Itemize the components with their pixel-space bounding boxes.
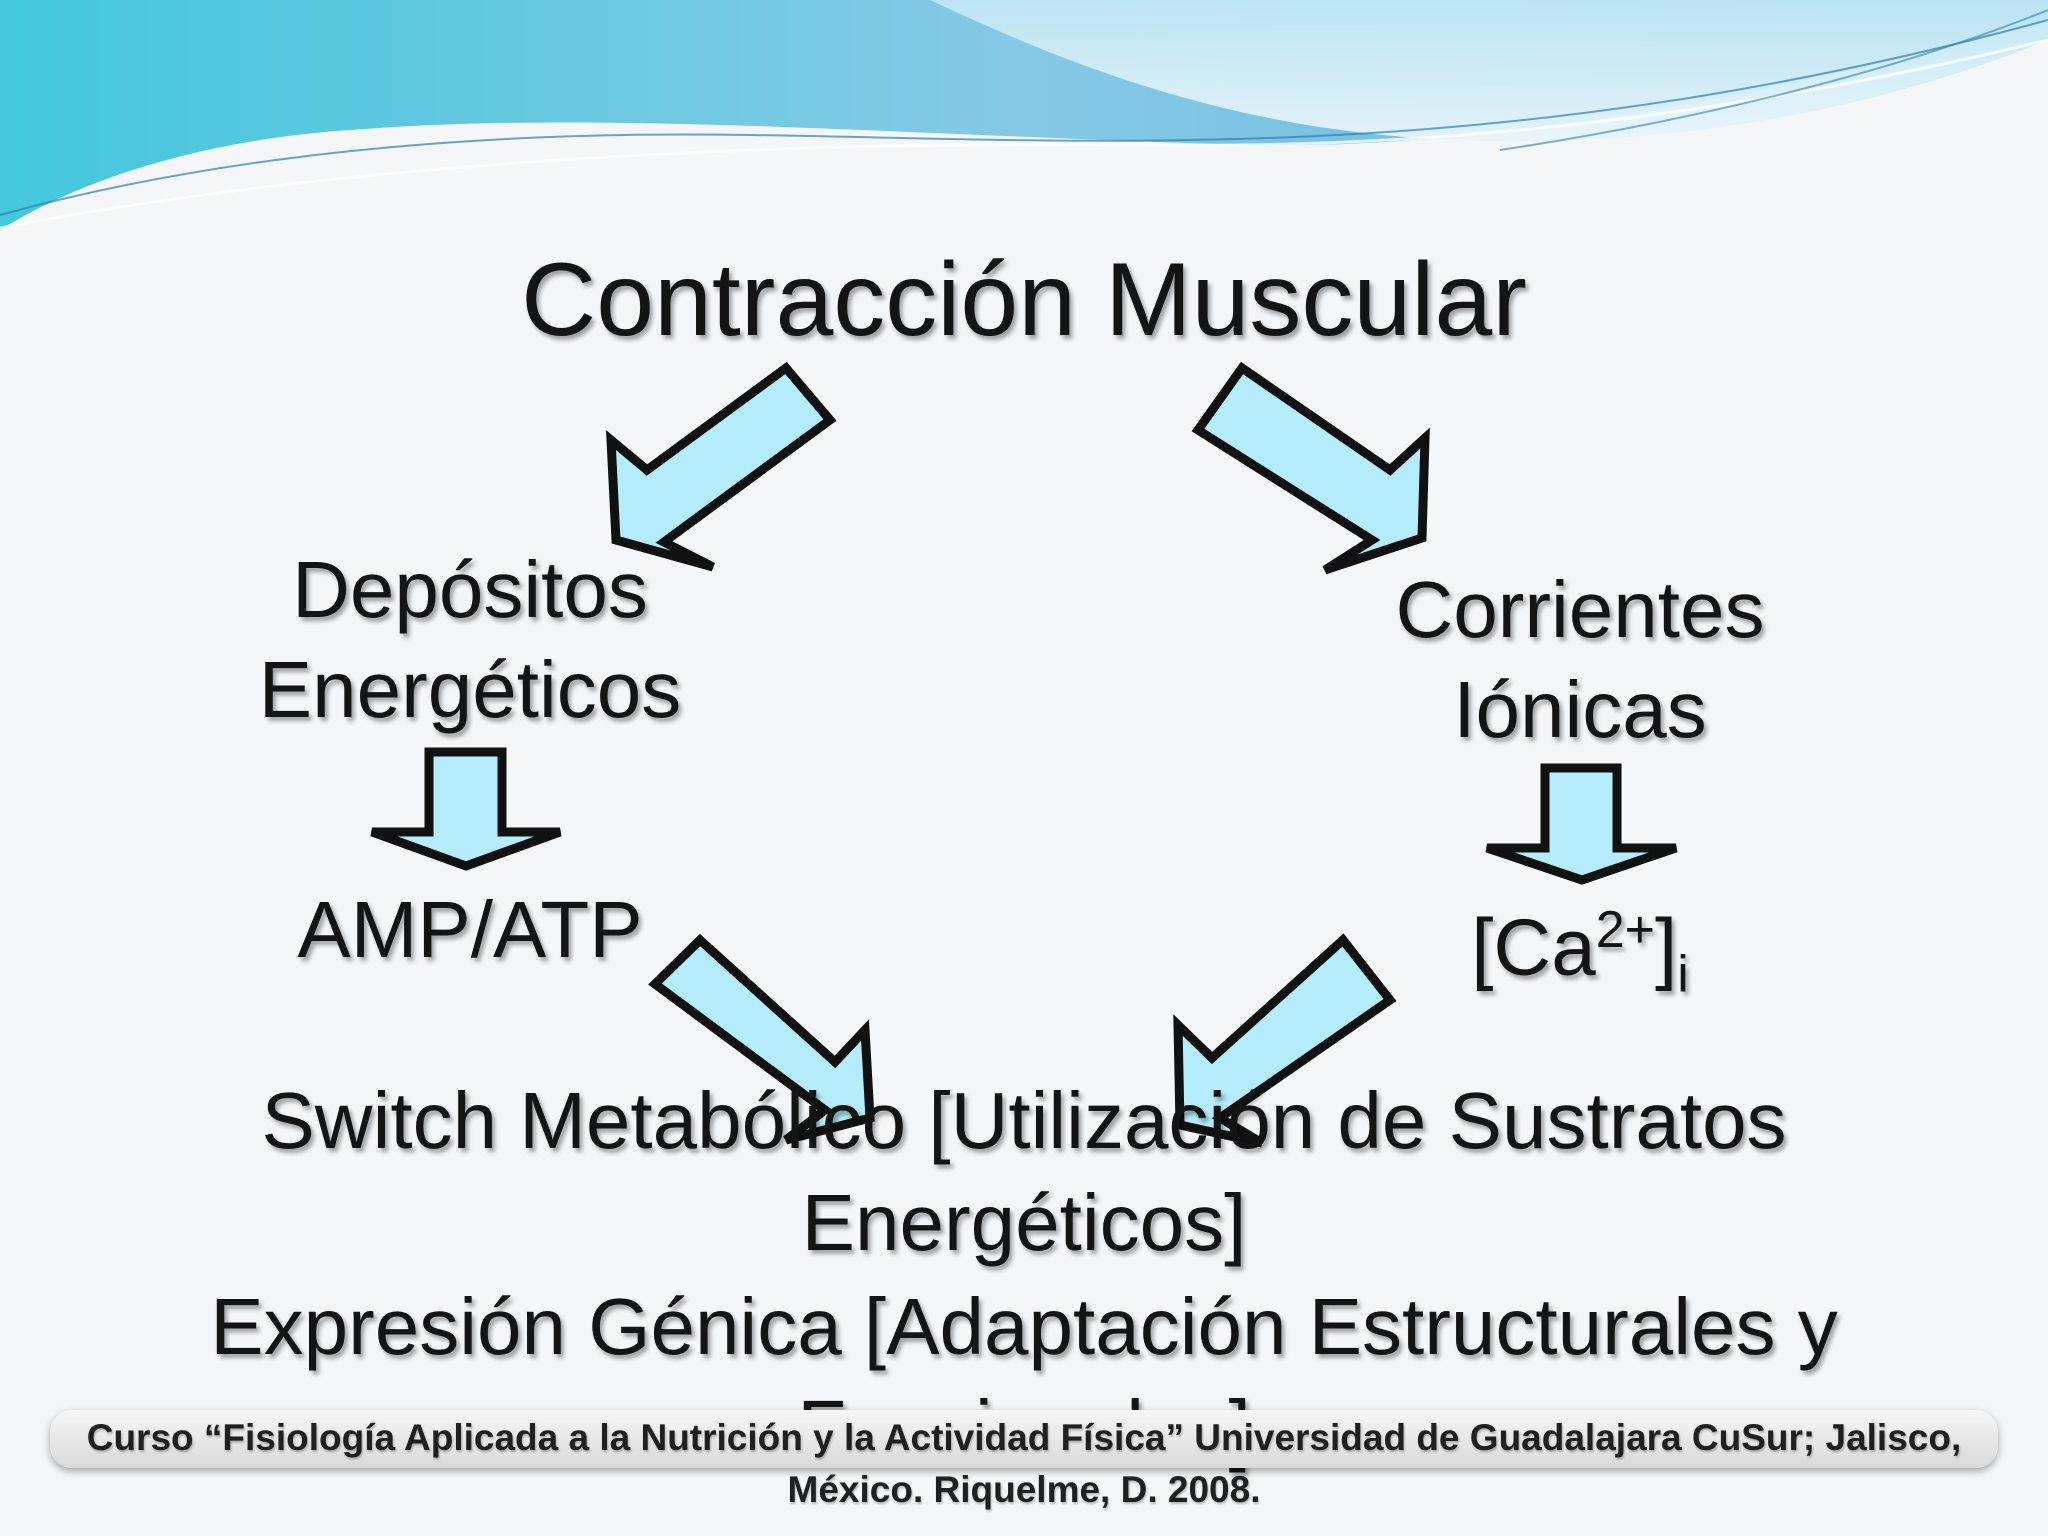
footer-citation: Curso “Fisiología Aplicada a la Nutrició… <box>86 1417 1962 1510</box>
footer-banner <box>50 1410 1998 1468</box>
arrow-amp-to-outcomes <box>648 933 875 1145</box>
arrow-to-corrientes <box>1191 361 1430 575</box>
node-corrientes-label: Corrientes Iónicas <box>1395 565 1765 754</box>
node-corrientes-ionicas: Corrientes Iónicas <box>1270 560 1890 760</box>
calcium-bracket: ] <box>1655 902 1678 992</box>
outcome-switch-label: Switch Metabólico [Utilización de Sustra… <box>261 1076 1787 1267</box>
arrow-to-calcium <box>1485 763 1678 885</box>
calcium-subscript: i <box>1677 945 1689 1004</box>
calcium-base: [Ca <box>1471 902 1596 992</box>
node-depositos-energeticos: Depósitos Energéticos <box>160 540 780 740</box>
node-amp-atp: AMP/ATP <box>297 885 643 974</box>
outcome-switch-metabolico: Switch Metabólico [Utilización de Sustra… <box>0 1070 2048 1274</box>
node-calcium: [Ca2+]i <box>1270 880 1890 1025</box>
arrow-to-depositos <box>605 361 837 572</box>
slide-title: Contracción Muscular <box>521 242 1527 358</box>
arrow-calcium-to-outcomes <box>1173 933 1397 1148</box>
arrow-to-amp-atp <box>370 747 562 871</box>
node-depositos-label: Depósitos Energéticos <box>258 545 682 734</box>
calcium-charge: 2+ <box>1595 901 1655 959</box>
